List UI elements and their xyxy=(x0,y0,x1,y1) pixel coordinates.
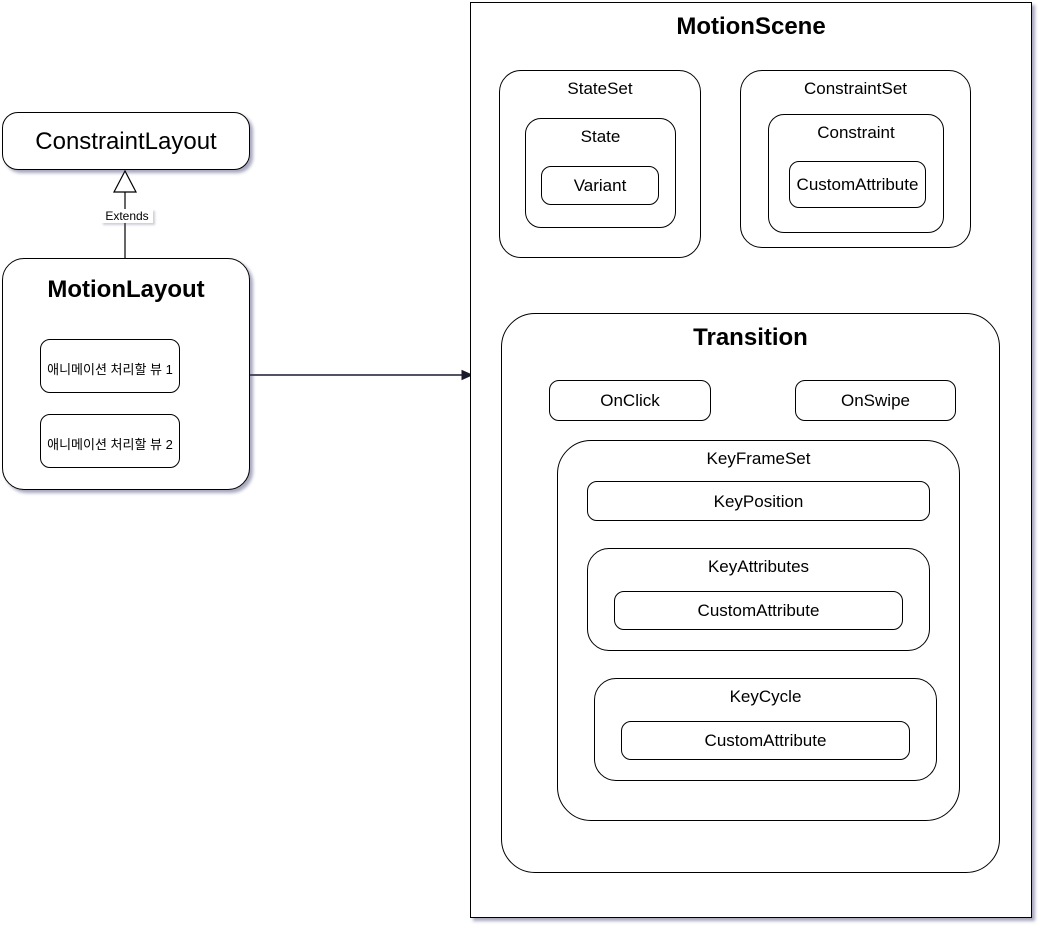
node-state-set-label: StateSet xyxy=(567,79,633,98)
node-motion-layout-label: MotionLayout xyxy=(47,276,205,303)
node-constraint-label: Constraint xyxy=(817,123,895,142)
node-transition-label: Transition xyxy=(693,324,808,351)
node-variant[interactable]: Variant xyxy=(541,166,659,205)
node-animated-view-1[interactable]: 애니메이션 처리할 뷰 1 xyxy=(40,339,180,393)
node-constraint-layout-label: ConstraintLayout xyxy=(35,128,217,155)
node-constraint-custom-attribute[interactable]: CustomAttribute xyxy=(789,161,926,208)
extends-edge-label: Extends xyxy=(101,209,153,223)
node-animated-view-2[interactable]: 애니메이션 처리할 뷰 2 xyxy=(40,414,180,468)
node-on-swipe-label: OnSwipe xyxy=(841,391,910,410)
node-animated-view-1-label: 애니메이션 처리할 뷰 1 xyxy=(47,362,173,377)
node-animated-view-2-label: 애니메이션 처리할 뷰 2 xyxy=(47,437,173,452)
node-on-click-label: OnClick xyxy=(600,391,660,410)
node-key-position[interactable]: KeyPosition xyxy=(587,481,930,521)
node-key-attributes-custom-attribute[interactable]: CustomAttribute xyxy=(614,591,903,630)
node-key-cycle-custom-attribute[interactable]: CustomAttribute xyxy=(621,721,910,760)
node-key-cycle-custom-attribute-label: CustomAttribute xyxy=(704,731,827,750)
node-key-cycle-label: KeyCycle xyxy=(729,687,802,706)
node-key-frame-set-label: KeyFrameSet xyxy=(706,449,811,468)
node-motion-scene-label: MotionScene xyxy=(676,13,826,40)
node-key-attributes-label: KeyAttributes xyxy=(707,557,810,576)
node-constraint-custom-attribute-label: CustomAttribute xyxy=(796,175,919,194)
node-key-position-label: KeyPosition xyxy=(713,492,804,511)
node-on-swipe[interactable]: OnSwipe xyxy=(795,380,956,421)
node-key-attributes-custom-attribute-label: CustomAttribute xyxy=(697,601,820,620)
node-constraint-layout[interactable]: ConstraintLayout xyxy=(2,112,250,170)
node-constraint-set-label: ConstraintSet xyxy=(804,79,907,98)
node-state-label: State xyxy=(580,127,621,146)
inheritance-triangle-icon xyxy=(113,169,137,193)
node-variant-label: Variant xyxy=(573,176,627,195)
node-on-click[interactable]: OnClick xyxy=(549,380,711,421)
